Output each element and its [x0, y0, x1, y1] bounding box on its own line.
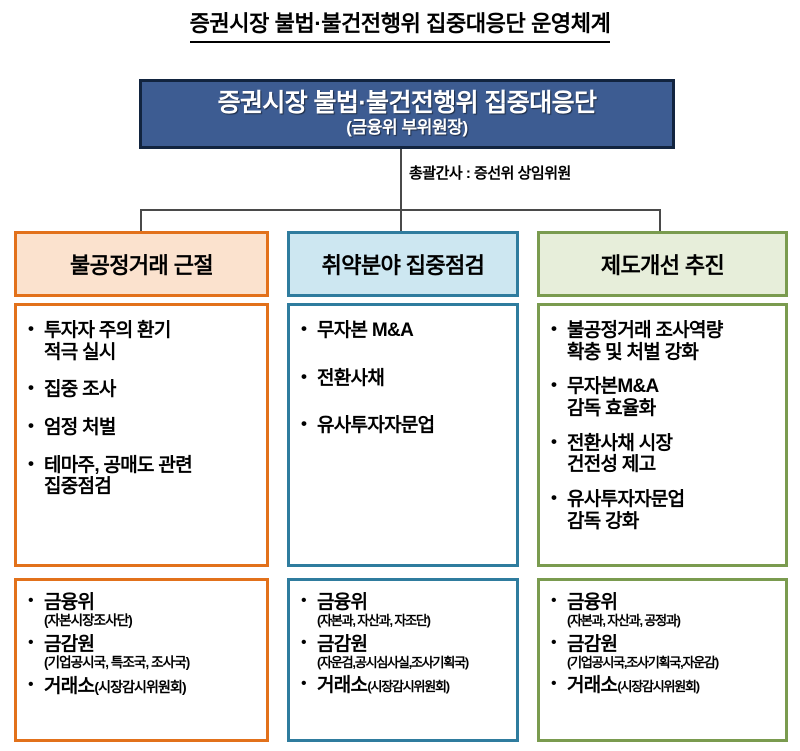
task-item: 투자자 주의 환기 적극 실시 [27, 319, 258, 363]
secretary-label: 총괄간사 : 증선위 상임위원 [409, 165, 571, 182]
agency-name: 금융위 [317, 592, 368, 613]
agency-name: 금감원 [317, 633, 368, 655]
agency-name: 거래소 [567, 675, 618, 697]
agency-name: 금감원 [567, 633, 618, 655]
column-vulnerable-areas: 취약분야 집중점검 무자본 M&A 전환사채 유사투자자문업 금융위 (자본과,… [287, 231, 519, 742]
task-item: 엄정 처벌 [27, 416, 258, 439]
agency-name: 금융위 [567, 592, 618, 613]
agency-detail: (시장감시위원회) [94, 679, 186, 696]
agency-item: 금융위 (자본시장조사단) [27, 593, 260, 628]
page-title: 증권시장 불법·불건전행위 집중대응단 운영체계 [0, 6, 800, 43]
task-item: 유사투자자문업 [300, 414, 508, 437]
agency-item: 금융위 (자본과, 자산과, 자조단) [300, 593, 510, 628]
agency-name: 거래소 [317, 675, 368, 697]
task-item: 불공정거래 조사역량 확충 및 처벌 강화 [550, 319, 777, 363]
column-tasks-2: 불공정거래 조사역량 확충 및 처벌 강화 무자본M&A 감독 효율화 전환사채… [537, 303, 788, 567]
page-title-text: 증권시장 불법·불건전행위 집중대응단 운영체계 [189, 6, 611, 43]
agency-item: 거래소(시장감시위원회) [300, 676, 510, 696]
connector-drop-1 [140, 209, 142, 233]
column-agencies-2: 금융위 (자본과, 자산과, 공정과) 금감원 (기업공시국,조사기획국,자운감… [537, 578, 788, 742]
agency-name: 금감원 [44, 634, 95, 656]
connector-stem [400, 149, 402, 211]
task-item: 집중 조사 [27, 378, 258, 401]
connector-drop-3 [659, 209, 661, 233]
task-list-0: 투자자 주의 환기 적극 실시 집중 조사 엄정 처벌 테마주, 공매도 관련 … [27, 319, 258, 498]
column-unfair-trading: 불공정거래 근절 투자자 주의 환기 적극 실시 집중 조사 엄정 처벌 테마주… [14, 231, 269, 742]
agency-list-2: 금융위 (자본과, 자산과, 공정과) 금감원 (기업공시국,조사기획국,자운감… [550, 593, 779, 696]
agency-item: 금감원 (기업공시국,조사기획국,자운감) [550, 633, 779, 670]
task-item: 유사투자자문업 감독 강화 [550, 488, 777, 532]
agency-detail: (기업공시국,조사기획국,자운감) [567, 654, 719, 670]
task-list-2: 불공정거래 조사역량 확충 및 처벌 강화 무자본M&A 감독 효율화 전환사채… [550, 319, 777, 532]
agency-item: 금감원 (기업공시국, 특조국, 조사국) [27, 635, 260, 670]
agency-detail: (자본과, 자산과, 공정과) [567, 612, 681, 628]
task-item: 무자본 M&A [300, 319, 508, 342]
column-header-0: 불공정거래 근절 [14, 231, 269, 297]
column-header-1: 취약분야 집중점검 [287, 231, 519, 297]
column-header-2: 제도개선 추진 [537, 231, 788, 297]
head-unit-leader: (금융위 부위원장) [346, 118, 468, 138]
agency-item: 거래소(시장감시위원회) [27, 677, 260, 697]
agency-detail: (자본과, 자산과, 자조단) [317, 612, 431, 628]
agency-detail: (자운검,공시심사실,조사기획국) [317, 654, 469, 670]
task-item: 무자본M&A 감독 효율화 [550, 375, 777, 419]
agency-item: 거래소(시장감시위원회) [550, 676, 779, 696]
agency-item: 금융위 (자본과, 자산과, 공정과) [550, 593, 779, 628]
agency-list-1: 금융위 (자본과, 자산과, 자조단) 금감원 (자운검,공시심사실,조사기획국… [300, 593, 510, 696]
column-agencies-0: 금융위 (자본시장조사단) 금감원 (기업공시국, 특조국, 조사국) 거래소(… [14, 578, 269, 742]
column-tasks-1: 무자본 M&A 전환사채 유사투자자문업 [287, 303, 519, 567]
task-item: 전환사채 [300, 367, 508, 390]
connector-drop-2 [400, 209, 402, 233]
agency-detail: (자본시장조사단) [44, 612, 133, 628]
agency-detail: (기업공시국, 특조국, 조사국) [44, 655, 190, 671]
column-system-improvement: 제도개선 추진 불공정거래 조사역량 확충 및 처벌 강화 무자본M&A 감독 … [537, 231, 788, 742]
head-unit-box: 증권시장 불법·불건전행위 집중대응단 (금융위 부위원장) [139, 79, 675, 149]
task-item: 테마주, 공매도 관련 집중점검 [27, 454, 258, 498]
agency-name: 금융위 [44, 592, 95, 613]
head-unit-name: 증권시장 불법·불건전행위 집중대응단 [217, 89, 597, 118]
column-agencies-1: 금융위 (자본과, 자산과, 자조단) 금감원 (자운검,공시심사실,조사기획국… [287, 578, 519, 742]
agency-item: 금감원 (자운검,공시심사실,조사기획국) [300, 633, 510, 670]
agency-list-0: 금융위 (자본시장조사단) 금감원 (기업공시국, 특조국, 조사국) 거래소(… [27, 593, 260, 697]
agency-name: 거래소 [44, 676, 95, 698]
column-tasks-0: 투자자 주의 환기 적극 실시 집중 조사 엄정 처벌 테마주, 공매도 관련 … [14, 303, 269, 567]
task-item: 전환사채 시장 건전성 제고 [550, 432, 777, 476]
task-list-1: 무자본 M&A 전환사채 유사투자자문업 [300, 319, 508, 437]
agency-detail: (시장감시위원회) [367, 679, 450, 695]
agency-detail: (시장감시위원회) [617, 679, 700, 695]
